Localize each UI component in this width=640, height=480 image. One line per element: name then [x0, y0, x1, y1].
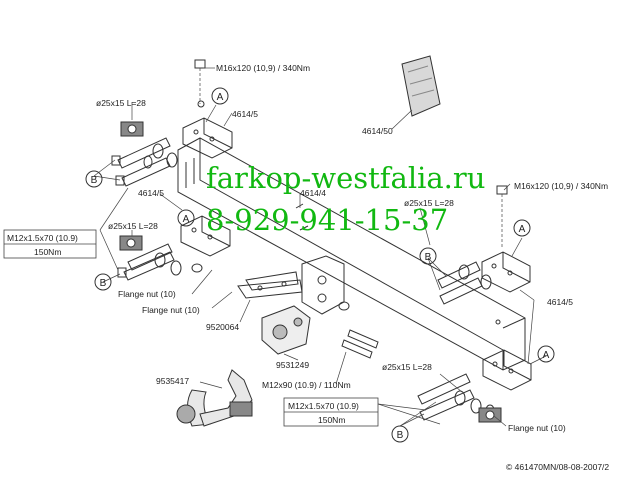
label-bolt-spec-left: M12x1.5x70 (10.9): [7, 233, 78, 243]
label-bolt-right: M16x120 (10,9) / 340Nm: [514, 181, 608, 191]
label-torque-bottom: 150Nm: [318, 415, 345, 425]
label-torque-left: 150Nm: [34, 247, 61, 257]
label-part-9531249: 9531249: [276, 360, 309, 370]
washer-bottom-right-icon: [478, 407, 502, 423]
callout-b-right-mid: B: [419, 247, 437, 265]
bracket-top-left: [182, 117, 233, 159]
label-part-9535417: 9535417: [156, 376, 189, 386]
svg-text:B: B: [425, 252, 432, 263]
label-flange-2: Flange nut (10): [142, 305, 200, 315]
svg-text:A: A: [519, 224, 526, 235]
svg-text:B: B: [100, 278, 107, 289]
bracket-right-lower: [482, 349, 532, 391]
label-spacer-2: ø25x15 L=28: [108, 221, 158, 231]
label-spacer-1: ø25x15 L=28: [96, 98, 146, 108]
watermark-site: farkop-westfalia.ru: [206, 161, 485, 195]
callout-b-left-lower: B: [94, 273, 112, 291]
center-mounting-plate: [301, 255, 350, 315]
label-bracket-right: 4614/5: [547, 297, 573, 307]
label-flange-1: Flange nut (10): [118, 289, 176, 299]
bolts-right-mid: [437, 261, 492, 305]
label-bolt-spec-bottom: M12x1.5x70 (10.9): [288, 401, 359, 411]
callout-a-right-upper: A: [513, 219, 531, 237]
svg-text:A: A: [543, 350, 550, 361]
label-bolt-m12x90: M12x90 (10.9) / 110Nm: [262, 380, 351, 390]
label-part-9520064: 9520064: [206, 322, 239, 332]
electrical-bracket-part: [237, 271, 303, 299]
label-bolt-top: M16x120 (10,9) / 340Nm: [216, 63, 310, 73]
svg-text:A: A: [183, 214, 190, 225]
bolt-right-vertical: [496, 185, 508, 248]
label-flange-3: Flange nut (10): [508, 423, 566, 433]
bolts-left-lower: [117, 243, 203, 281]
callout-b-bottom: B: [391, 425, 409, 443]
bolt-top-vertical: [194, 59, 206, 108]
center-bolts: [341, 329, 379, 359]
washer-mid-left-icon: [119, 235, 143, 251]
label-center-part: 4614/4: [300, 188, 326, 198]
bracket-right-upper: [481, 251, 531, 293]
callout-a-left-mid: A: [177, 209, 195, 227]
ball-socket-part: [261, 305, 311, 355]
svg-text:B: B: [397, 430, 404, 441]
svg-text:B: B: [91, 175, 98, 186]
callout-a-right-lower: A: [537, 345, 555, 363]
label-spacer-3: ø25x15 L=28: [404, 198, 454, 208]
sticker-part-icon: [401, 55, 441, 117]
callout-a-top: A: [211, 87, 229, 105]
label-sticker: 4614/50: [362, 126, 393, 136]
svg-text:A: A: [217, 92, 224, 103]
bracket-mid-left: [180, 215, 231, 257]
washer-top-left-icon: [120, 121, 144, 137]
label-bracket-left: 4614/5: [138, 188, 164, 198]
callout-b-left-upper: B: [85, 170, 103, 188]
bolts-left-upper: [111, 137, 178, 187]
footer-copyright: © 461470MN/08-08-2007/2: [506, 462, 609, 472]
tow-ball-part: [176, 369, 253, 427]
label-bracket-a-top: 4614/5: [232, 109, 258, 119]
cross-beam: [177, 137, 526, 371]
label-spacer-4: ø25x15 L=28: [382, 362, 432, 372]
watermark-phone: 8-929-941-15-37: [206, 203, 448, 237]
